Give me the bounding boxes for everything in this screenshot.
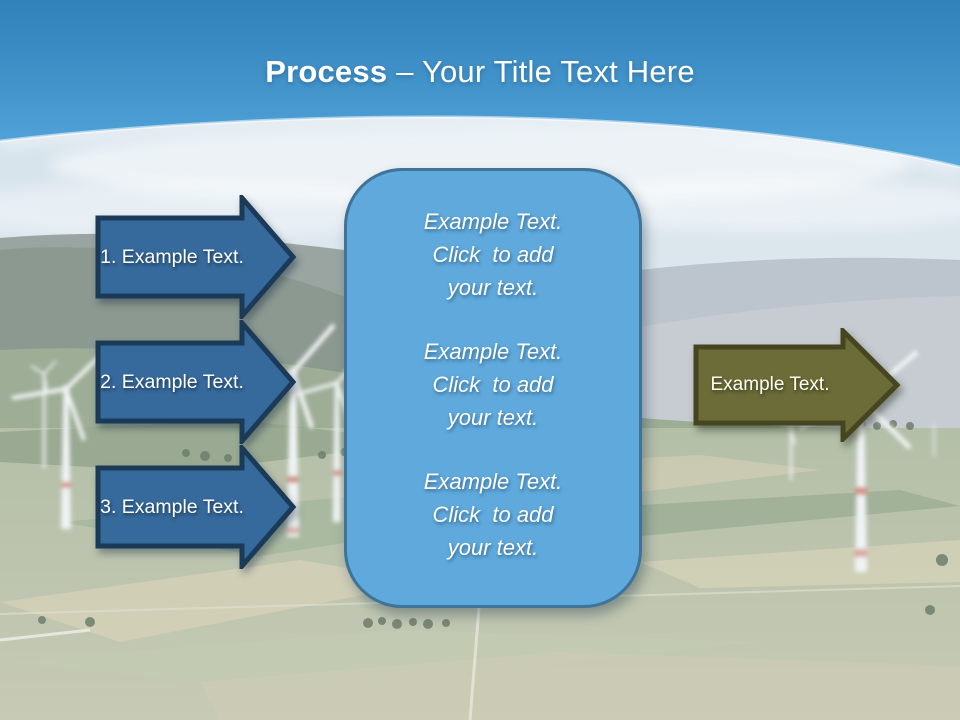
header-arc xyxy=(0,0,960,175)
slide-title[interactable]: Process– Your Title Text Here xyxy=(0,54,960,90)
result-arrow-label: Example Text. xyxy=(710,374,830,395)
title-keyword: Process xyxy=(265,54,388,89)
wind-turbine-icon xyxy=(11,348,108,529)
tree-rows xyxy=(38,420,948,629)
center-text-block-2[interactable]: Example Text. Click to add your text. xyxy=(423,339,563,430)
center-text-block-3[interactable]: Example Text. Click to add your text. xyxy=(423,469,563,560)
arrow-right-icon xyxy=(95,195,297,319)
step-arrow-2[interactable]: 2. Example Text. xyxy=(95,320,297,444)
step-arrow-1[interactable]: 1. Example Text. xyxy=(95,195,297,319)
arrow-right-icon xyxy=(95,445,297,569)
result-arrow[interactable]: Example Text. xyxy=(693,328,901,442)
title-subtitle: – Your Title Text Here xyxy=(396,54,695,89)
step-arrow-2-label: 2. Example Text. xyxy=(100,370,244,393)
step-arrow-3[interactable]: 3. Example Text. xyxy=(95,445,297,569)
arrow-right-icon xyxy=(95,320,297,444)
center-text-box[interactable]: Example Text. Click to add your text. Ex… xyxy=(344,168,642,608)
center-text-block-1[interactable]: Example Text. Click to add your text. xyxy=(423,209,563,300)
wind-turbine-icon xyxy=(30,360,57,468)
arrow-right-icon xyxy=(693,328,901,442)
step-arrow-1-label: 1. Example Text. xyxy=(100,245,244,268)
step-arrow-3-label: 3. Example Text. xyxy=(100,495,244,518)
